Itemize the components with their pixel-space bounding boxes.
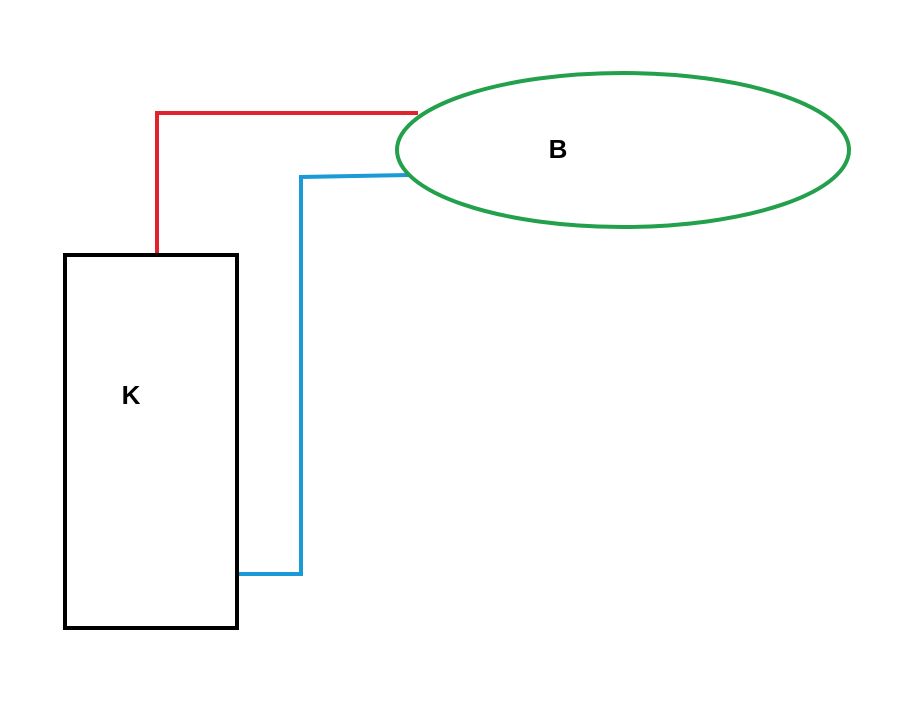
node-k-label: K [122,380,141,410]
red-connection-line [155,111,418,254]
node-b-label: B [549,134,568,164]
blue-connection-line [237,173,411,576]
node-b-ellipse [395,71,851,229]
node-k-rectangle [63,253,239,630]
